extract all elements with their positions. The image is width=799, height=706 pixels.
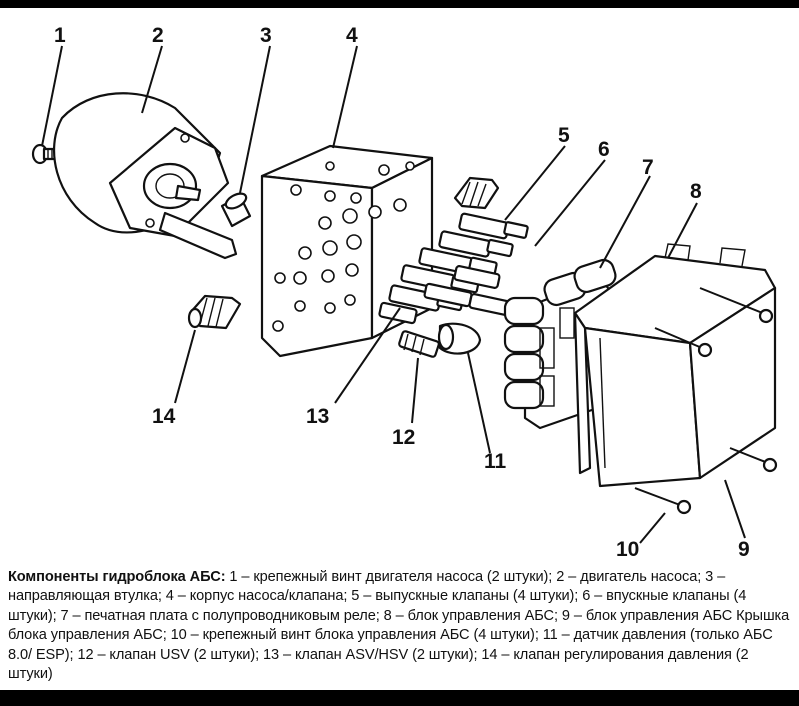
callout-14: 14 bbox=[152, 405, 176, 428]
part-2-pump-motor bbox=[53, 92, 238, 260]
callout-12: 12 bbox=[392, 426, 415, 449]
part-12-usv-valve bbox=[398, 330, 440, 358]
leader-lines bbox=[41, 45, 746, 544]
callout-numbers: 1 2 3 4 5 6 7 8 9 10 11 12 13 14 bbox=[54, 24, 750, 561]
part-10-screws bbox=[634, 287, 778, 515]
callout-3: 3 bbox=[260, 24, 272, 47]
callout-1: 1 bbox=[54, 24, 66, 47]
callout-6: 6 bbox=[598, 138, 610, 161]
callout-4: 4 bbox=[346, 24, 358, 47]
abs-exploded-diagram: 1 2 3 4 5 6 7 8 9 10 11 12 13 14 bbox=[31, 24, 778, 561]
callout-11: 11 bbox=[484, 450, 507, 473]
caption-title: Компоненты гидроблока АБС: bbox=[8, 569, 226, 585]
part-14-pressure-valve bbox=[187, 294, 242, 330]
caption-text: 1 – крепежный винт двигателя насоса (2 ш… bbox=[8, 569, 790, 683]
callout-7: 7 bbox=[642, 156, 654, 179]
callout-2: 2 bbox=[152, 24, 164, 47]
callout-10: 10 bbox=[616, 538, 639, 561]
part-1-screw bbox=[31, 143, 62, 165]
diagram-sheet: 1 2 3 4 5 6 7 8 9 10 11 12 13 14 Компоне… bbox=[0, 8, 799, 690]
callout-13: 13 bbox=[306, 405, 329, 428]
part-4-valve-housing bbox=[260, 144, 434, 358]
part-8-control-unit bbox=[573, 243, 777, 488]
part-3-guide-bushing bbox=[220, 192, 252, 228]
callout-5: 5 bbox=[558, 124, 570, 147]
part-5-outlet-valve bbox=[453, 176, 500, 210]
callout-9: 9 bbox=[738, 538, 750, 561]
callout-8: 8 bbox=[690, 180, 702, 203]
valve-cluster bbox=[378, 212, 529, 358]
figure-caption: Компоненты гидроблока АБС: 1 – крепежный… bbox=[8, 568, 794, 684]
part-11-pressure-sensor bbox=[437, 322, 482, 355]
